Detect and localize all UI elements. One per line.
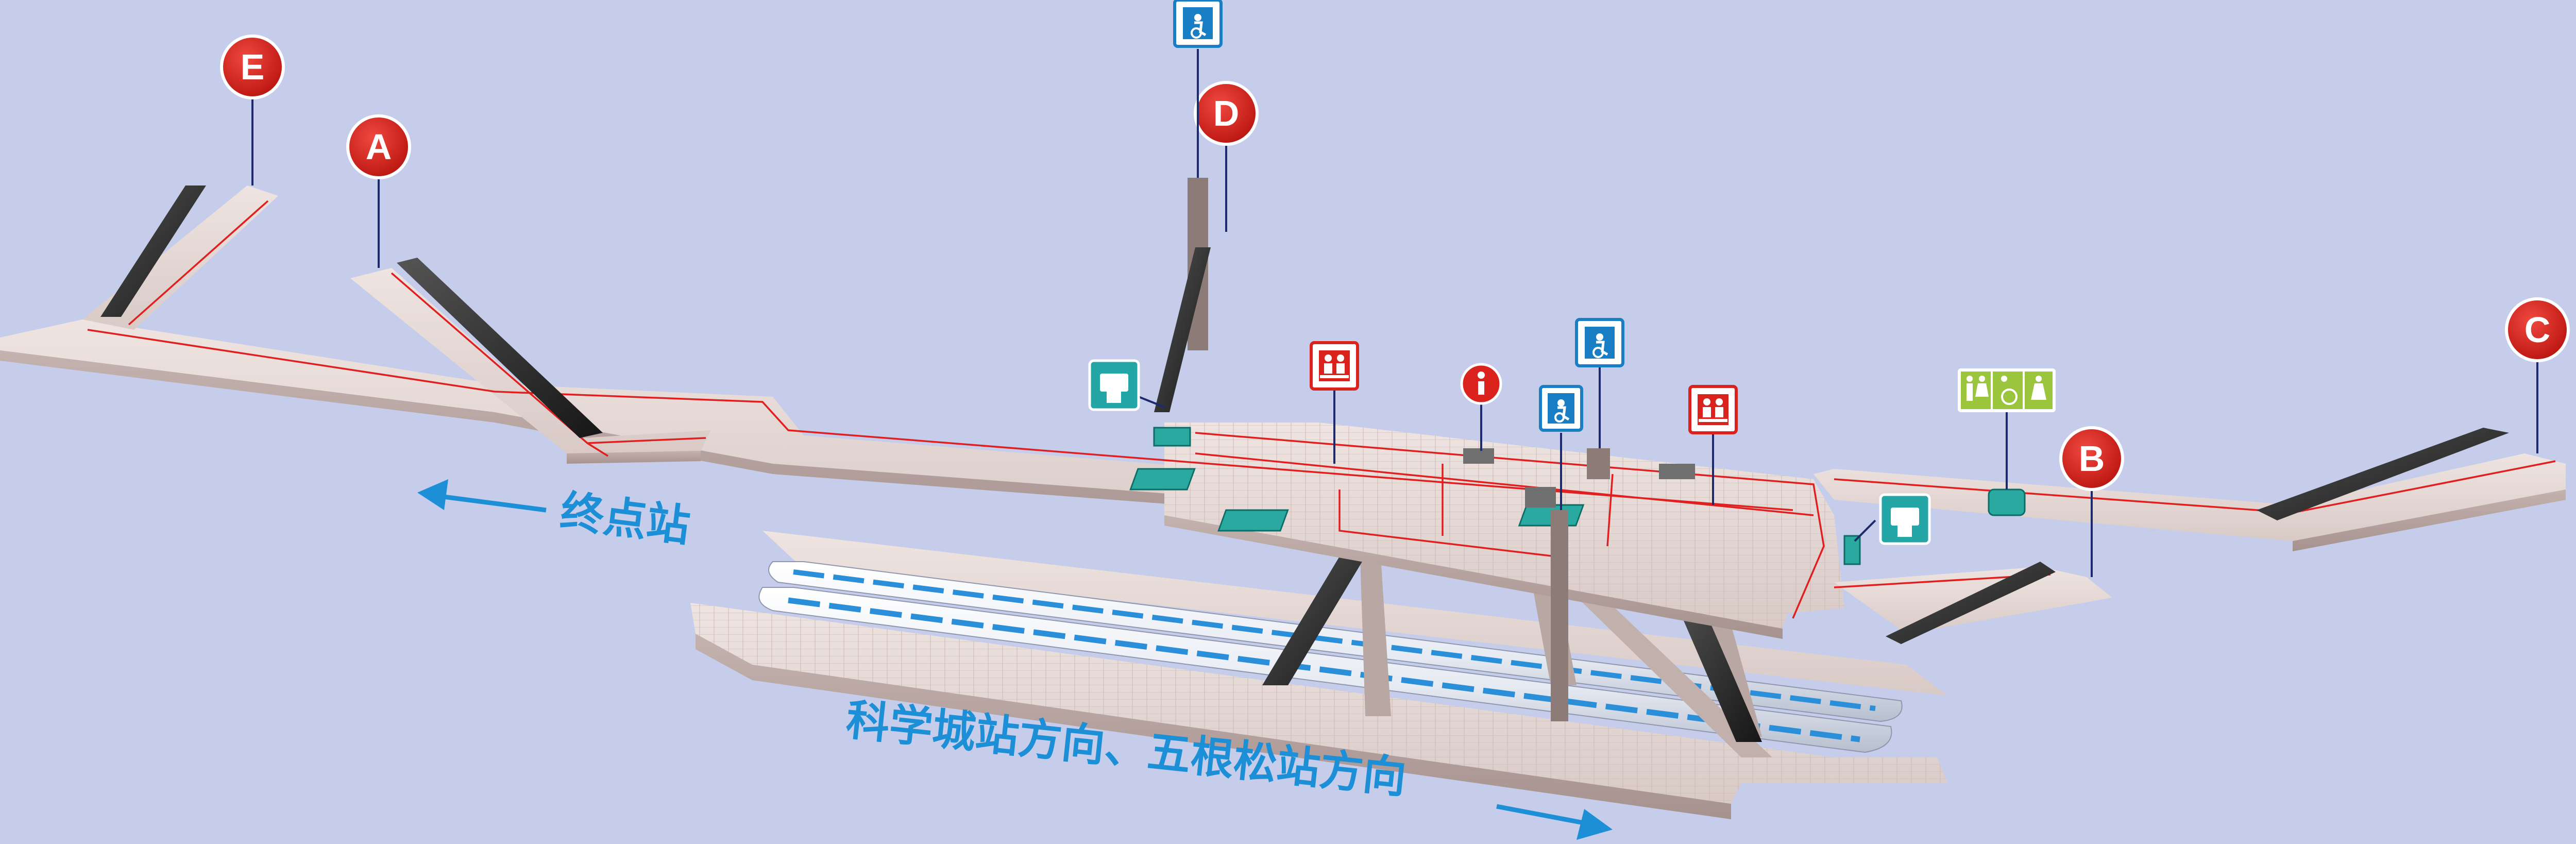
elevator-icon [1575,318,1624,448]
concourse-level [0,178,2566,721]
escalator-B [1886,562,2056,644]
elevator-icon [1173,0,1223,178]
direction-terminus: 终点站 [417,479,693,552]
terminus-label: 终点站 [558,486,693,552]
escalator-D [1154,247,1211,412]
customer-service-icon [1688,385,1738,505]
ticket-machine-icon [1854,493,1931,545]
escalator-C [2257,428,2509,520]
escalators [100,185,2509,644]
exit-C[interactable]: C [2505,297,2570,453]
exit-D-label: D [1213,93,1240,133]
escalator-E [100,185,206,317]
information-icon [1460,363,1502,451]
facility-icons [1088,0,2056,545]
exit-badges: E A D C B [220,35,2570,577]
escalator-A [397,258,603,438]
ticket-machine-icon [1088,359,1165,411]
elevator-shaft-mid [1551,510,1568,721]
train-near [758,587,1892,753]
toilet-icon [1958,368,2056,489]
arrow-right-icon [1577,809,1613,840]
exit-A[interactable]: A [346,114,411,268]
exit-E-label: E [241,47,265,87]
exit-B-label: B [2079,438,2105,479]
exit-B[interactable]: B [2059,426,2124,577]
exit-E[interactable]: E [220,35,285,185]
customer-service-icon [1310,341,1359,464]
concourse-guide-lines [87,200,2556,619]
platform-edge [696,634,1731,819]
exit-A-label: A [366,127,392,167]
exit-C-label: C [2524,310,2551,350]
walkway-right [1814,453,2566,541]
elevator-icon [1539,385,1583,510]
exit-D[interactable]: D [1194,81,1259,232]
arrow-left-icon [417,479,448,510]
